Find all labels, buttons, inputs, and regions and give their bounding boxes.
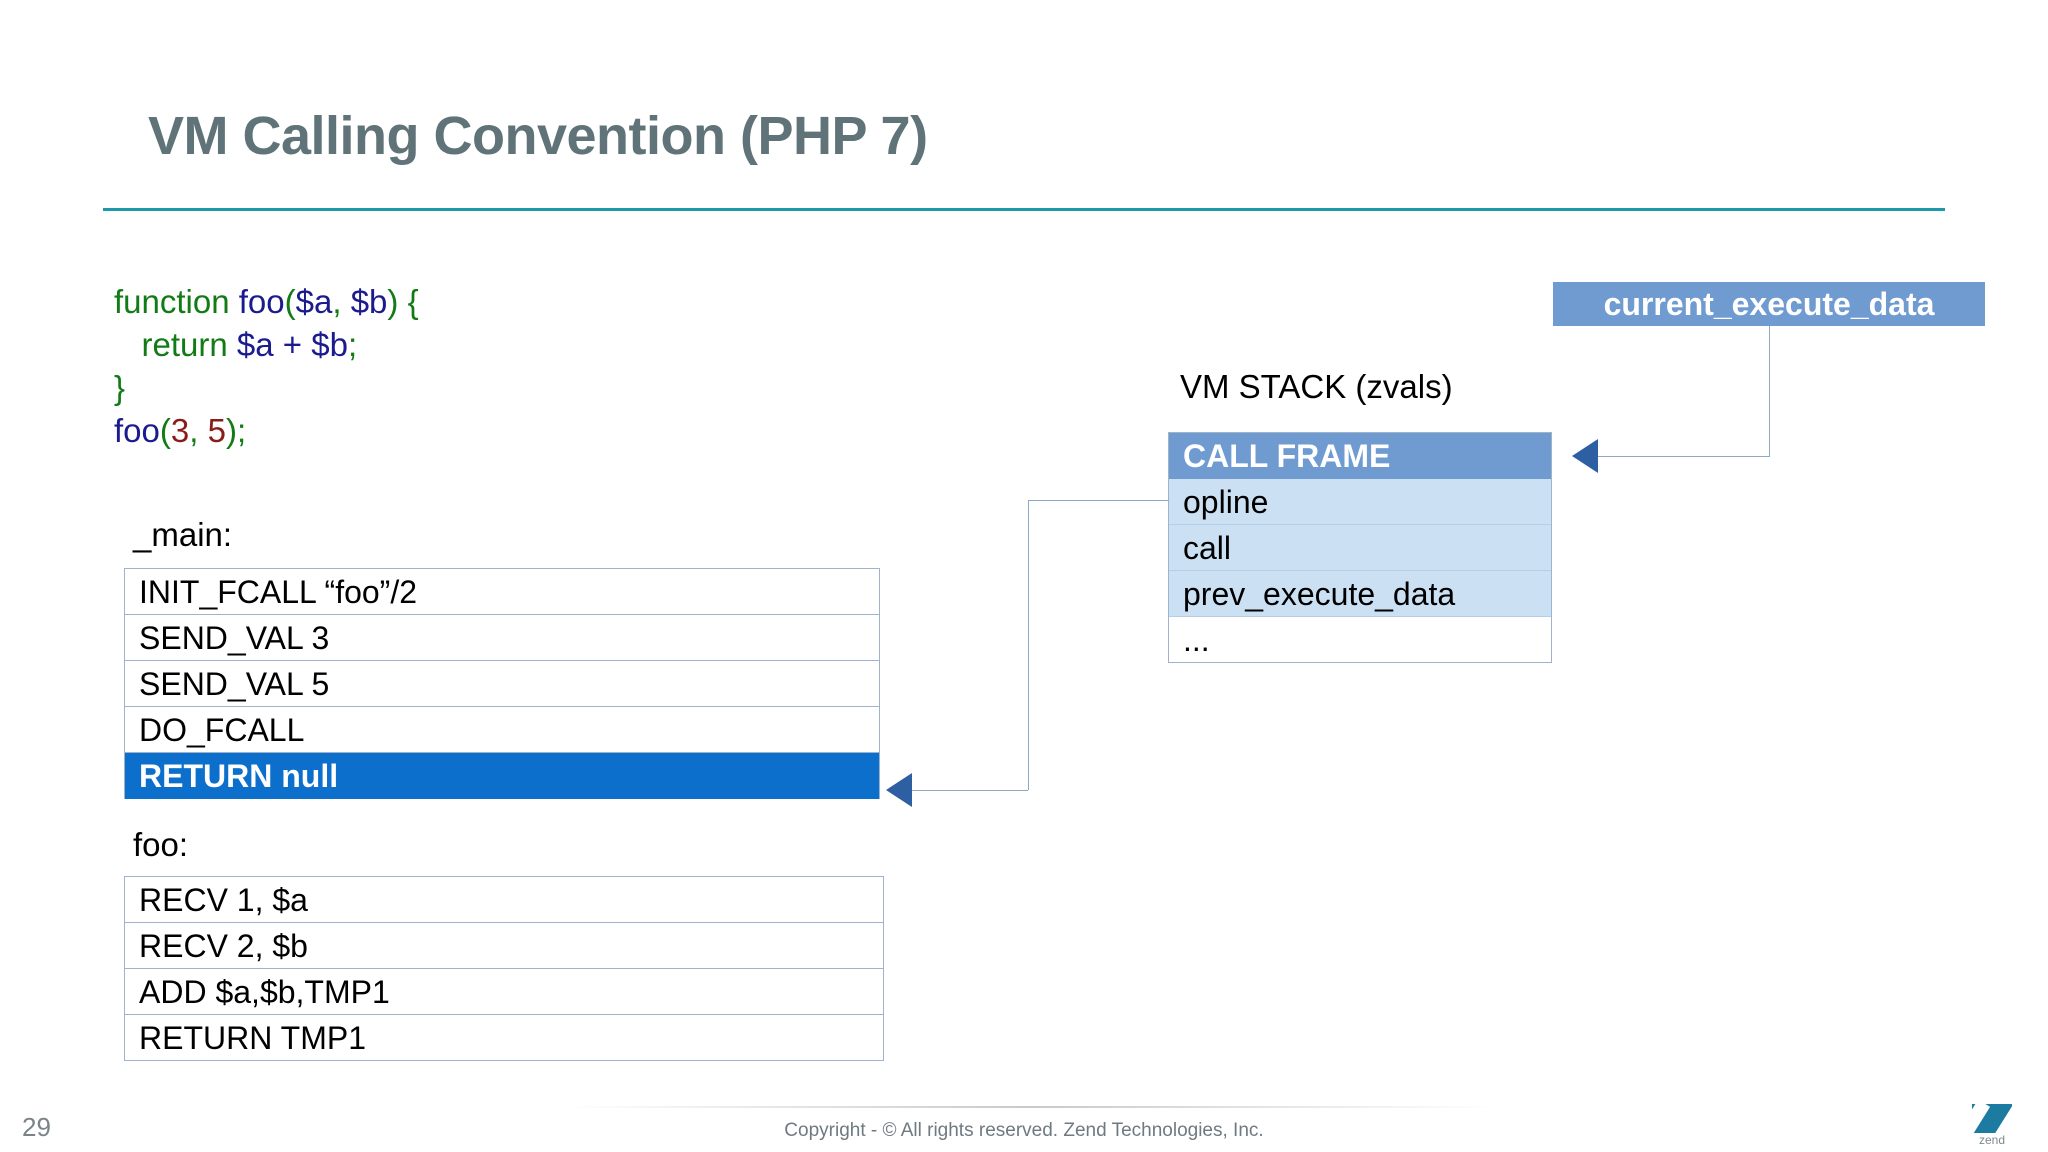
opcode-row: RETURN TMP1	[125, 1015, 883, 1061]
current-execute-data-badge: current_execute_data	[1553, 282, 1985, 326]
main-opcode-table: INIT_FCALL “foo”/2 SEND_VAL 3 SEND_VAL 5…	[124, 568, 880, 799]
code-indent	[114, 326, 142, 363]
code-call-paren-close: )	[225, 412, 237, 449]
opcode-row: SEND_VAL 5	[125, 661, 879, 707]
opcode-row: RECV 2, $b	[125, 923, 883, 969]
opcode-row: DO_FCALL	[125, 707, 879, 753]
code-var-a: $a	[236, 326, 274, 363]
connector-badge-horizontal	[1598, 456, 1770, 457]
code-operator-plus: +	[273, 326, 312, 363]
foo-section-label: foo:	[133, 826, 189, 863]
vm-stack-label: VM STACK (zvals)	[1180, 368, 1453, 405]
code-param-b: $b	[350, 283, 388, 320]
zend-mark-icon	[1972, 1104, 2012, 1133]
foo-opcode-table: RECV 1, $a RECV 2, $b ADD $a,$b,TMP1 RET…	[124, 876, 884, 1061]
code-arg-3: 3	[170, 412, 190, 449]
code-brace-open: {	[398, 283, 419, 320]
call-frame-field-call: call	[1169, 525, 1551, 571]
main-section-label: _main:	[133, 516, 233, 553]
php-source-code: function foo($a, $b) { return $a + $b; }…	[114, 280, 419, 452]
title-divider	[103, 208, 1945, 211]
code-brace-close: }	[114, 369, 126, 406]
connector-opline-horizontal	[1028, 500, 1169, 501]
vm-stack-table: CALL FRAME opline call prev_execute_data…	[1168, 432, 1552, 663]
code-param-a: $a	[295, 283, 333, 320]
code-comma-2: ,	[189, 412, 208, 449]
code-paren-open: (	[284, 283, 296, 320]
opcode-row: SEND_VAL 3	[125, 615, 879, 661]
code-keyword-function: function	[114, 283, 239, 320]
code-semicolon-1: ;	[347, 326, 358, 363]
code-keyword-return: return	[141, 326, 237, 363]
page-title: VM Calling Convention (PHP 7)	[148, 106, 928, 166]
code-function-name: foo	[238, 283, 285, 320]
slide-number: 29	[22, 1112, 51, 1142]
code-call-name: foo	[114, 412, 160, 449]
call-frame-header: CALL FRAME	[1169, 433, 1551, 479]
arrowhead-return-null	[886, 773, 912, 807]
connector-return-horizontal	[912, 790, 1028, 791]
footer-divider	[566, 1106, 1496, 1108]
call-frame-field-opline: opline	[1169, 479, 1551, 525]
opcode-row: ADD $a,$b,TMP1	[125, 969, 883, 1015]
call-frame-field-ellipsis: ...	[1169, 617, 1551, 663]
opcode-row: RECV 1, $a	[125, 877, 883, 923]
zend-wordmark: zend	[1978, 1133, 2006, 1147]
connector-badge-vertical	[1769, 326, 1770, 456]
code-comma-1: ,	[332, 283, 351, 320]
code-arg-5: 5	[207, 412, 226, 449]
code-semicolon-2: ;	[236, 412, 247, 449]
opcode-row: INIT_FCALL “foo”/2	[125, 569, 879, 615]
call-frame-field-prev-execute-data: prev_execute_data	[1169, 571, 1551, 617]
arrowhead-call-frame	[1572, 439, 1598, 473]
zend-logo: zend	[1972, 1104, 2018, 1148]
code-var-b: $b	[311, 326, 348, 363]
connector-opline-vertical	[1028, 500, 1029, 790]
code-paren-close: )	[387, 283, 399, 320]
code-call-paren-open: (	[159, 412, 171, 449]
copyright-text: Copyright - © All rights reserved. Zend …	[784, 1120, 1264, 1141]
opcode-row-highlighted: RETURN null	[125, 753, 879, 799]
